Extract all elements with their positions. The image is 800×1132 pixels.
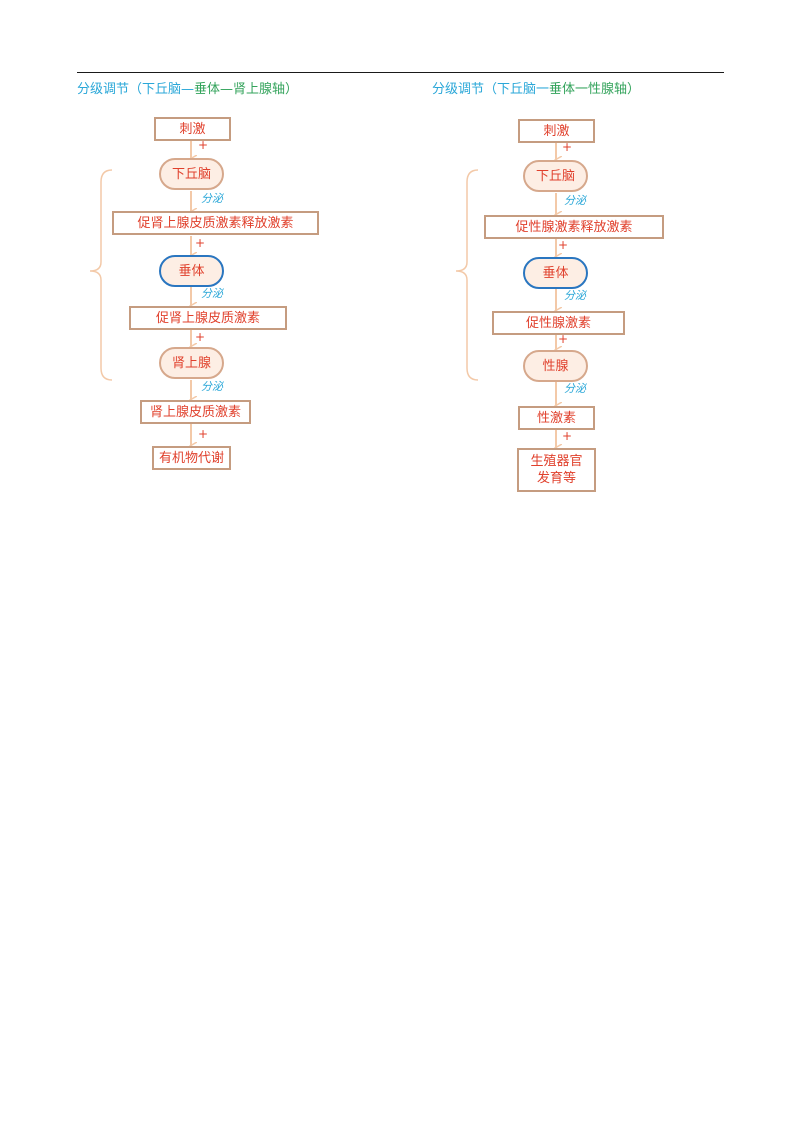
left-node-crh: 促肾上腺皮质激素释放激素 <box>112 211 319 235</box>
right-title-part2: 垂体一性腺轴） <box>549 82 641 97</box>
right-plus-1: + <box>562 140 573 154</box>
left-title-part1: 分级调节（下丘脑— <box>77 82 195 97</box>
right-plus-2: + <box>558 238 569 252</box>
left-node-gland: 肾上腺 <box>159 347 224 379</box>
right-node-gnrh: 促性腺激素释放激素 <box>484 215 664 239</box>
right-secrete-3: 分泌 <box>564 382 586 395</box>
right-node-hypothalamus: 下丘脑 <box>523 160 588 192</box>
left-title: 分级调节（下丘脑—垂体—肾上腺轴） <box>77 78 298 97</box>
left-plus-1: + <box>198 138 209 152</box>
left-node-hormone: 肾上腺皮质激素 <box>140 400 251 424</box>
left-secrete-1: 分泌 <box>201 192 223 205</box>
right-node-hormone: 性激素 <box>518 406 595 430</box>
left-node-hypothalamus: 下丘脑 <box>159 158 224 190</box>
top-rule <box>77 72 724 73</box>
right-title: 分级调节（下丘脑一垂体一性腺轴） <box>432 78 640 97</box>
left-secrete-2: 分泌 <box>201 287 223 300</box>
right-title-part1: 分级调节（下丘脑一 <box>432 82 550 97</box>
left-plus-3: + <box>195 330 206 344</box>
left-brace <box>89 169 113 381</box>
right-secrete-1: 分泌 <box>564 194 586 207</box>
left-node-effect: 有机物代谢 <box>152 446 231 470</box>
right-node-stimulus: 刺激 <box>518 119 595 143</box>
left-node-pituitary: 垂体 <box>159 255 224 287</box>
left-title-part2: 垂体—肾上腺轴） <box>194 82 299 97</box>
right-node-pituitary: 垂体 <box>523 257 588 289</box>
left-node-stimulus: 刺激 <box>154 117 231 141</box>
left-plus-4: + <box>198 427 209 441</box>
flow-connectors <box>89 140 800 520</box>
right-node-effect: 生殖器官发育等 <box>517 448 596 492</box>
left-node-acth: 促肾上腺皮质激素 <box>129 306 287 330</box>
right-node-gonadotropin: 促性腺激素 <box>492 311 625 335</box>
right-node-gland: 性腺 <box>523 350 588 382</box>
right-plus-3: + <box>558 332 569 346</box>
right-brace <box>455 169 479 381</box>
left-secrete-3: 分泌 <box>201 380 223 393</box>
right-plus-4: + <box>562 429 573 443</box>
left-plus-2: + <box>195 236 206 250</box>
right-secrete-2: 分泌 <box>564 289 586 302</box>
